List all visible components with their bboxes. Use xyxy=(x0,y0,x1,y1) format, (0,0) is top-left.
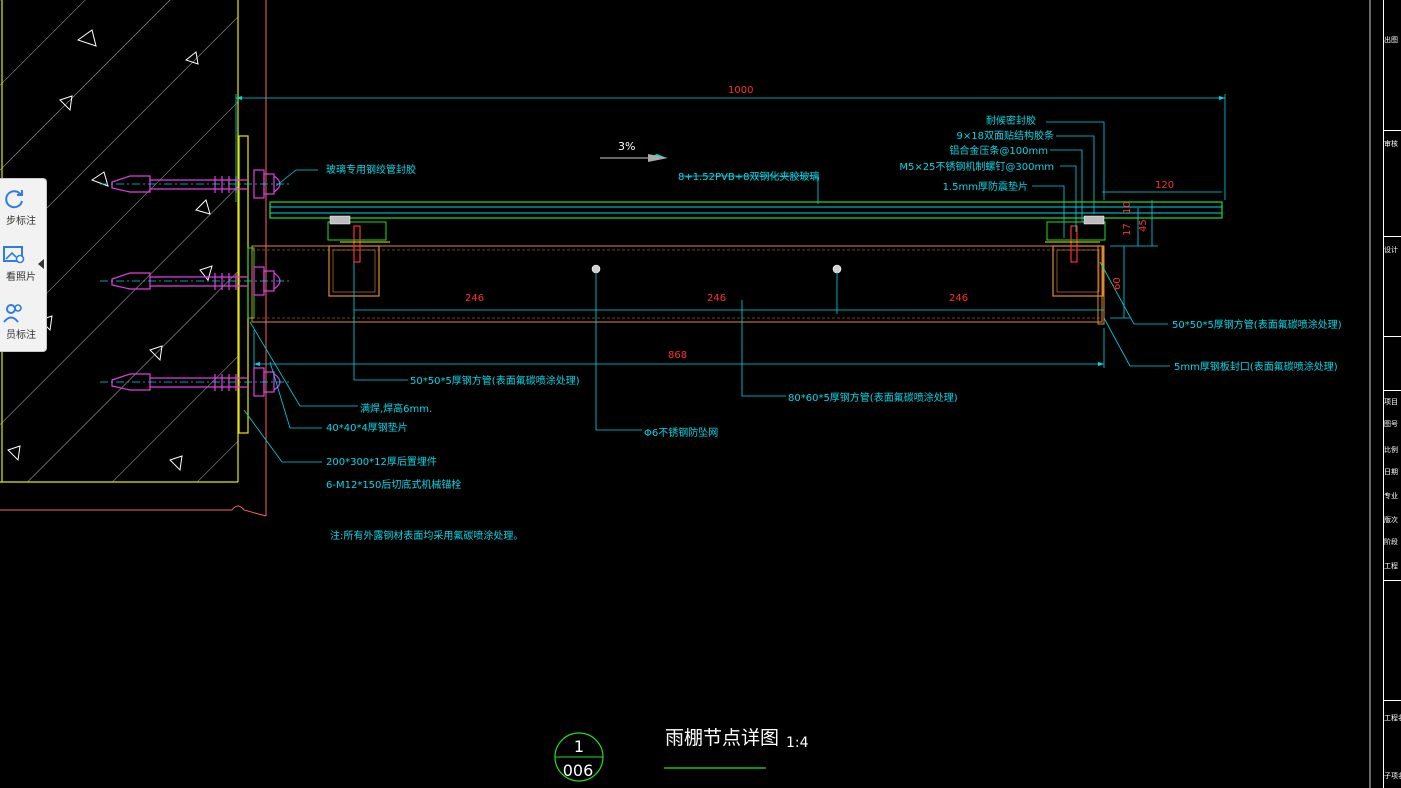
label-note: 注:所有外露钢材表面均采用氟碳喷涂处理。 xyxy=(330,529,523,542)
dim-v60: 60 xyxy=(1112,277,1123,290)
dim-seg3: 246 xyxy=(949,293,968,304)
label-anchor: 6-M12*150后切底式机械锚栓 xyxy=(326,478,461,491)
title-cell: 工程 xyxy=(1384,562,1398,570)
label-washer: 40*40*4厚钢垫片 xyxy=(326,421,408,434)
title-cell: 出图 xyxy=(1384,36,1398,44)
symbol-number: 1 xyxy=(574,737,584,756)
label-tube-right: 50*50*5厚钢方管(表面氟碳喷涂处理) xyxy=(1172,318,1342,331)
label-rubber: 1.5mm厚防震垫片 xyxy=(943,180,1028,193)
member-annotation-button[interactable]: 员标注 xyxy=(0,295,36,345)
dimension-lines xyxy=(235,94,1226,430)
refresh-icon xyxy=(5,190,23,209)
title-cell: 图号 xyxy=(1384,420,1398,428)
label-tube-left: 50*50*5厚钢方管(表面氟碳喷涂处理) xyxy=(410,374,580,387)
panel-item-label: 步标注 xyxy=(6,216,36,227)
label-bolt-m5: M5×25不锈钢机制螺钉@300mm xyxy=(899,160,1054,173)
leader-lines xyxy=(243,121,1170,463)
label-glass-clip: 玻璃专用钢绞管封胶 xyxy=(326,163,416,176)
left-square-tube xyxy=(327,215,390,297)
laminated-glass xyxy=(269,201,1223,219)
title-block: 出图 审核 设计 项目 图号 比例 日期 专业 版次 阶段 工程 工程名称 子项… xyxy=(1383,0,1401,788)
collapse-panel-icon[interactable] xyxy=(38,259,44,269)
label-laminated-glass: 8+1.52PVB+8双钢化夹胶玻璃 xyxy=(678,170,819,183)
dim-overall: 1000 xyxy=(728,85,753,96)
dim-v10: 10 xyxy=(1122,201,1133,214)
mesh-bolts xyxy=(591,264,842,274)
label-plate-5mm: 5mm厚钢板封口(表面氟碳喷涂处理) xyxy=(1174,360,1338,373)
title-cell: 比例 xyxy=(1384,446,1398,454)
view-photo-button[interactable]: 看照片 xyxy=(0,237,36,287)
drawing-title: 雨棚节点详图 xyxy=(665,727,779,749)
title-cell: 审核 xyxy=(1384,140,1398,148)
main-steel-tube xyxy=(251,245,1105,325)
symbol-sheet: 006 xyxy=(563,761,594,780)
title-cell: 阶段 xyxy=(1384,538,1398,546)
label-weld: 满焊,焊高6mm. xyxy=(360,402,432,415)
dim-seg2: 246 xyxy=(707,293,726,304)
dim-seg1: 246 xyxy=(465,293,484,304)
title-cell: 项目 xyxy=(1384,398,1398,406)
title-cell: 工程名称 xyxy=(1384,714,1401,722)
sync-annotation-button[interactable]: 步标注 xyxy=(0,181,36,231)
title-cell: 日期 xyxy=(1384,468,1398,476)
label-mesh: Φ6不锈钢防坠网 xyxy=(644,426,718,439)
users-icon xyxy=(3,304,22,323)
drawing-scale: 1:4 xyxy=(786,735,809,751)
title-cell: 子项名称 xyxy=(1384,772,1401,780)
title-cell: 设计 xyxy=(1384,246,1398,254)
label-aluminum: 铝合金压条@100mm xyxy=(949,144,1048,157)
label-sealant: 耐候密封胶 xyxy=(986,114,1036,127)
slope-label: 3% xyxy=(618,140,635,153)
panel-item-label: 看照片 xyxy=(6,272,36,283)
label-tube-main: 80*60*5厚钢方管(表面氟碳喷涂处理) xyxy=(788,391,958,404)
dim-v17: 17 xyxy=(1122,223,1133,236)
detail-symbol: 1 006 xyxy=(554,732,604,782)
dim-v45: 45 xyxy=(1138,219,1149,232)
label-pad: 9×18双面贴结构胶条 xyxy=(957,129,1054,142)
title-cell: 版次 xyxy=(1384,516,1398,524)
image-search-icon xyxy=(3,246,25,264)
right-square-tube xyxy=(1045,215,1106,297)
label-embed: 200*300*12厚后置埋件 xyxy=(326,456,437,468)
dim-left-span: 868 xyxy=(668,350,687,361)
title-cell: 专业 xyxy=(1384,492,1398,500)
dim-right-120: 120 xyxy=(1155,180,1174,191)
annotation-side-panel: 步标注 看照片 员标注 xyxy=(0,178,47,352)
panel-item-label: 员标注 xyxy=(6,330,36,341)
